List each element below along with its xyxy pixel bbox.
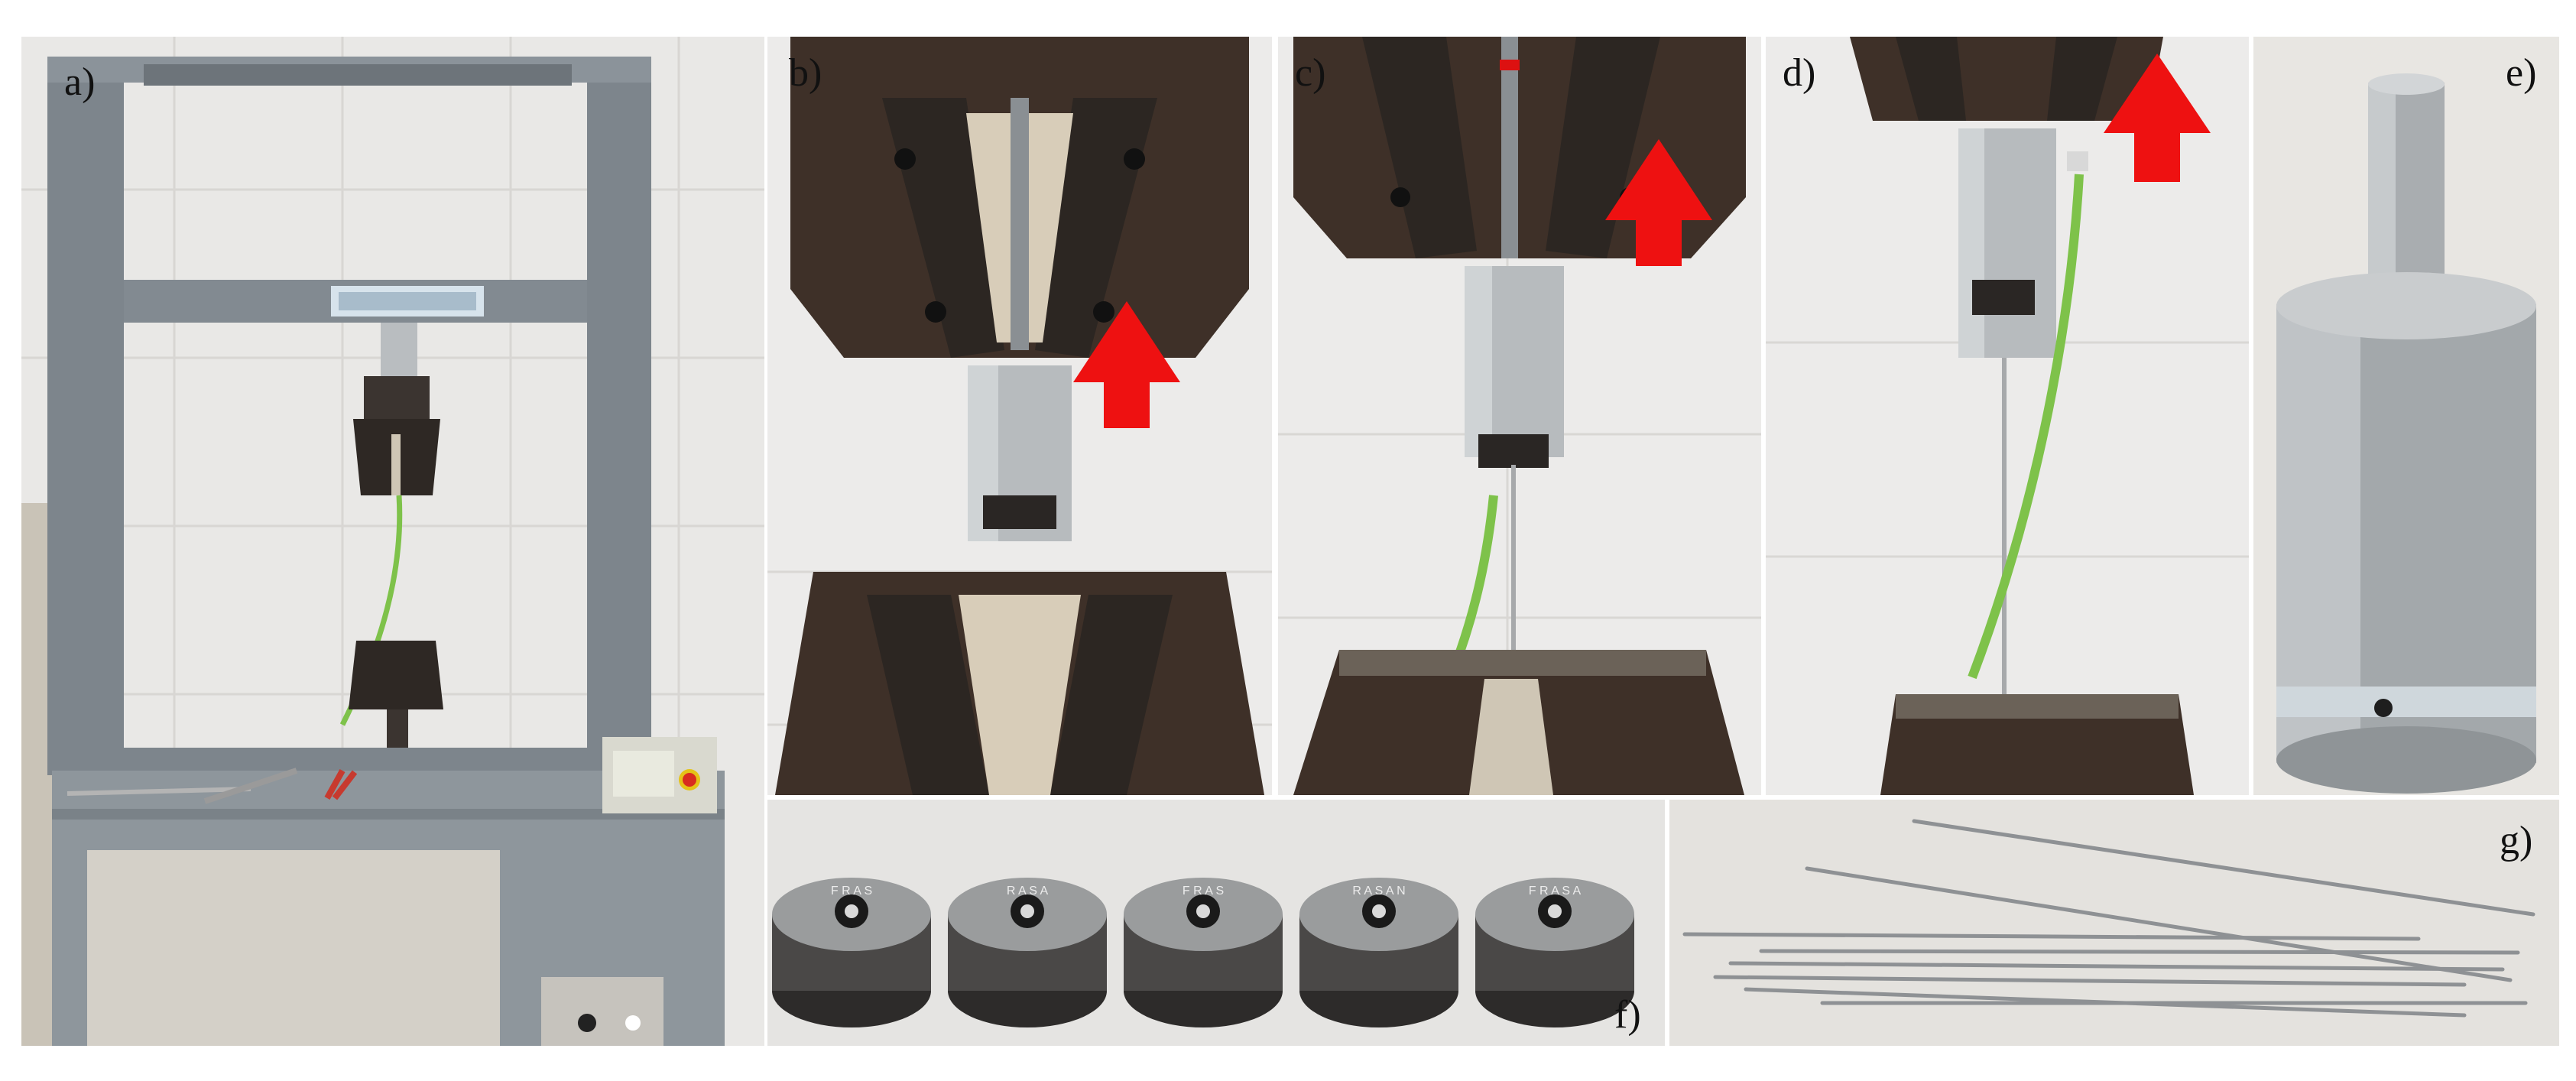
panel-g-wire-samples: g) — [1669, 800, 2559, 1046]
die-1-engraving: F R A S — [831, 885, 872, 898]
panel-f-drawing-dies: F R A S R A S A F R A S R A S A N F R A … — [767, 800, 1665, 1046]
drawing-in-progress-photo — [1766, 37, 2249, 795]
panel-label-g: g) — [2500, 819, 2533, 862]
testing-machine-photo — [21, 37, 764, 1046]
die-5-engraving: F R A S A — [1529, 885, 1582, 898]
panel-label-d: d) — [1783, 51, 1816, 95]
wire-samples — [1682, 819, 2535, 1018]
red-arrow-b — [1073, 301, 1180, 428]
die-holder-closeup-photo — [2253, 37, 2559, 795]
panel-label-f: f) — [1614, 993, 1641, 1037]
wire-through-holder-photo — [1278, 37, 1761, 795]
panel-label-a: a) — [64, 60, 96, 104]
red-arrow-c — [1605, 139, 1712, 266]
panel-d-drawing-in-progress: d) — [1766, 37, 2249, 795]
die-2-engraving: R A S A — [1007, 885, 1049, 898]
red-arrow-d — [2104, 54, 2211, 182]
panel-label-b: b) — [789, 51, 822, 95]
panel-a-testing-machine: a) — [21, 37, 764, 1046]
panel-b-die-holder-clamped: b) — [767, 37, 1272, 795]
drawing-dies-photo: F R A S R A S A F R A S R A S A N F R A … — [767, 800, 1665, 1046]
die-row — [772, 878, 1634, 1027]
die-3-engraving: F R A S — [1183, 885, 1224, 898]
die-4-engraving: R A S A N — [1352, 885, 1405, 898]
wire-samples-photo — [1669, 800, 2559, 1046]
panel-e-die-holder-closeup: e) — [2253, 37, 2559, 795]
die-holder-clamped-photo — [767, 37, 1272, 795]
panel-label-c: c) — [1295, 51, 1326, 95]
panel-label-e: e) — [2506, 51, 2537, 95]
panel-c-wire-through-holder: c) — [1278, 37, 1761, 795]
